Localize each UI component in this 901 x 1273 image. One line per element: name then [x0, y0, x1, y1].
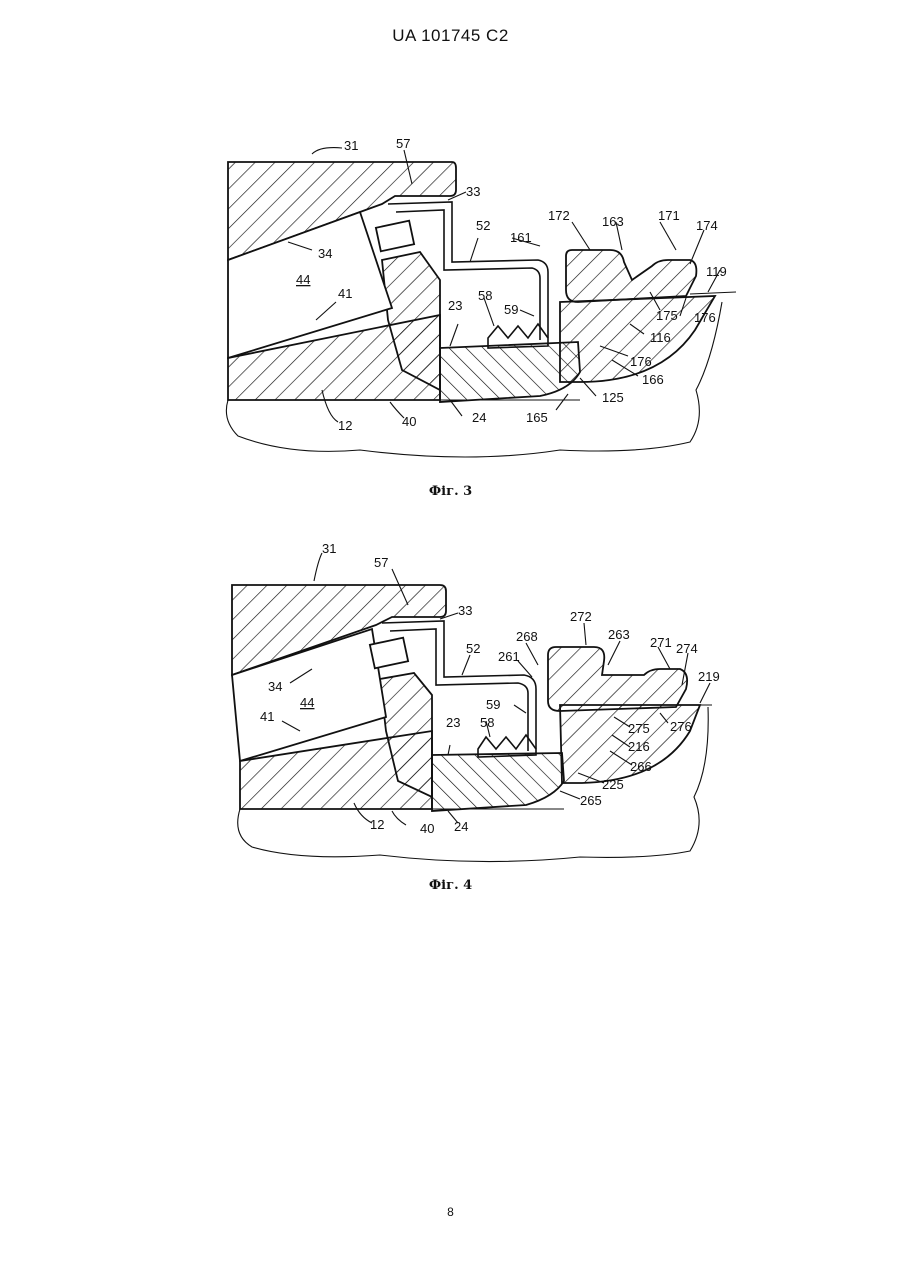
rotor-ring-119-section	[560, 296, 715, 382]
label-31: 31	[344, 138, 358, 153]
label-44: 44	[296, 272, 310, 287]
label-59: 59	[504, 302, 518, 317]
document-header: UA 101745 C2	[0, 26, 901, 46]
label-176: 176	[630, 354, 652, 369]
label-52: 52	[476, 218, 490, 233]
figure-4-drawing: 31 57 33 34 44 41 52 268 261 272 263 271…	[0, 535, 901, 870]
label-40: 40	[420, 821, 434, 836]
label-33: 33	[458, 603, 472, 618]
label-216: 216	[628, 739, 650, 754]
label-271: 271	[650, 635, 672, 650]
label-57: 57	[374, 555, 388, 570]
label-12: 12	[370, 817, 384, 832]
figure-4-caption: Фіг. 4	[0, 878, 901, 893]
label-119: 119	[706, 264, 727, 279]
label-41: 41	[260, 709, 274, 724]
label-12: 12	[338, 418, 352, 433]
label-34: 34	[318, 246, 332, 261]
label-268: 268	[516, 629, 538, 644]
label-44: 44	[300, 695, 314, 710]
label-166: 166	[642, 372, 664, 387]
label-265: 265	[580, 793, 602, 808]
figure-3: 31 57 33 34 44 41 52 161 172 163 171 174…	[0, 120, 901, 470]
label-24: 24	[454, 819, 468, 834]
label-58: 58	[478, 288, 492, 303]
label-171: 171	[658, 208, 680, 223]
label-23: 23	[446, 715, 460, 730]
label-266: 266	[630, 759, 652, 774]
label-57: 57	[396, 136, 410, 151]
label-163: 163	[602, 214, 624, 229]
label-23: 23	[448, 298, 462, 313]
label-165: 165	[526, 410, 548, 425]
label-272: 272	[570, 609, 592, 624]
label-174: 174	[696, 218, 718, 233]
label-125: 125	[602, 390, 624, 405]
label-31: 31	[322, 541, 336, 556]
label-116: 116	[650, 330, 671, 345]
seal-ring-263-section	[548, 647, 687, 711]
roller-end-block	[370, 638, 408, 669]
roller-end-block	[376, 221, 414, 252]
bushing-24-section	[440, 342, 580, 402]
label-261: 261	[498, 649, 520, 664]
bushing-24-section	[432, 753, 564, 811]
figure-4: 31 57 33 34 44 41 52 268 261 272 263 271…	[0, 535, 901, 870]
label-161: 161	[510, 230, 532, 245]
label-33: 33	[466, 184, 480, 199]
label-40: 40	[402, 414, 416, 429]
label-41: 41	[338, 286, 352, 301]
label-52: 52	[466, 641, 480, 656]
label-275: 275	[628, 721, 650, 736]
label-276: 276	[670, 719, 692, 734]
label-59: 59	[486, 697, 500, 712]
seal-ring-163-section	[566, 250, 696, 302]
label-274: 274	[676, 641, 698, 656]
label-219: 219	[698, 669, 720, 684]
label-175: 175	[656, 308, 678, 323]
label-58: 58	[480, 715, 494, 730]
page-number: 8	[0, 1205, 901, 1219]
figure-3-caption: Фіг. 3	[0, 484, 901, 499]
figure-3-drawing: 31 57 33 34 44 41 52 161 172 163 171 174…	[0, 120, 901, 470]
label-225: 225	[602, 777, 624, 792]
label-263: 263	[608, 627, 630, 642]
top-right-line	[690, 292, 736, 294]
label-176-right: 176	[694, 310, 716, 325]
label-34: 34	[268, 679, 282, 694]
label-24: 24	[472, 410, 486, 425]
label-172: 172	[548, 208, 570, 223]
